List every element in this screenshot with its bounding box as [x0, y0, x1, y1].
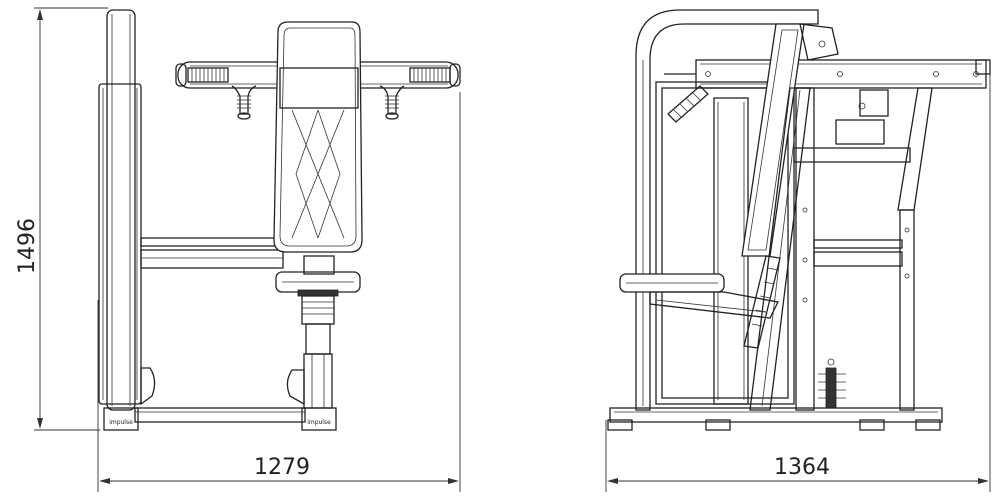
side-top-spring	[664, 73, 709, 123]
height-dimension: 1496	[15, 7, 108, 431]
left-foot-brand-logo: impulse	[109, 419, 133, 426]
side-seat-adjust-rack	[743, 255, 781, 349]
side-width-label: 1364	[774, 455, 830, 480]
front-cross-member	[140, 237, 284, 269]
front-backrest	[273, 21, 363, 253]
side-width-dimension: 1364	[605, 70, 991, 492]
right-foot-brand-logo: impulse	[307, 419, 331, 426]
right-grip	[409, 67, 451, 83]
side-rear-frame	[635, 9, 819, 411]
side-backrest	[741, 23, 839, 411]
front-base: impulse impulse	[103, 407, 337, 431]
left-grip	[187, 67, 229, 83]
side-seat	[619, 255, 781, 349]
front-seat	[275, 255, 361, 409]
front-width-dimension: 1279	[97, 92, 461, 492]
side-top-beam	[664, 59, 991, 123]
left-drop-handle	[231, 85, 257, 120]
side-front-posts	[793, 87, 933, 411]
side-view	[607, 9, 991, 431]
height-label: 1496	[15, 218, 40, 274]
front-main-column	[98, 9, 156, 411]
side-base	[607, 407, 943, 431]
side-selector-pin	[818, 358, 846, 409]
right-drop-handle	[379, 85, 405, 120]
front-view: impulse impulse	[98, 9, 461, 431]
front-width-label: 1279	[254, 455, 310, 480]
